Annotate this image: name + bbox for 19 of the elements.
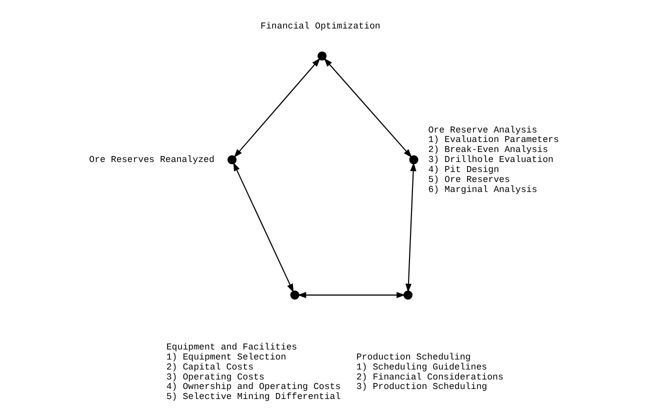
node-label: Financial Optimization — [260, 20, 380, 32]
node-label: 6) Marginal Analysis — [428, 184, 537, 195]
node-label: 3) Drillhole Evaluation — [428, 154, 554, 166]
node-label: 5) Selective Mining Differential — [166, 391, 340, 402]
node-label: 1) Evaluation Parameters — [428, 134, 558, 146]
node-label: 2) Capital Costs — [166, 361, 254, 372]
node-label: 2) Financial Considerations — [356, 371, 503, 382]
node-label: 3) Operating Costs — [166, 371, 264, 382]
node-label: 2) Break-Even Analysis — [428, 144, 548, 156]
node-label: 3) Production Scheduling — [356, 381, 487, 392]
node-label: Equipment and Facilities — [166, 342, 297, 353]
node-label: 4) Pit Design — [428, 164, 499, 175]
node-label: 1) Equipment Selection — [166, 351, 286, 362]
node-label: 1) Scheduling Guidelines — [356, 361, 487, 372]
node-label: Production Scheduling — [356, 351, 470, 362]
node-label: Ore Reserves Reanalyzed — [88, 154, 214, 166]
node-label: 4) Ownership and Operating Costs — [166, 381, 340, 392]
node-label: 5) Ore Reserves — [428, 174, 510, 185]
node-label: Ore Reserve Analysis — [428, 124, 537, 136]
